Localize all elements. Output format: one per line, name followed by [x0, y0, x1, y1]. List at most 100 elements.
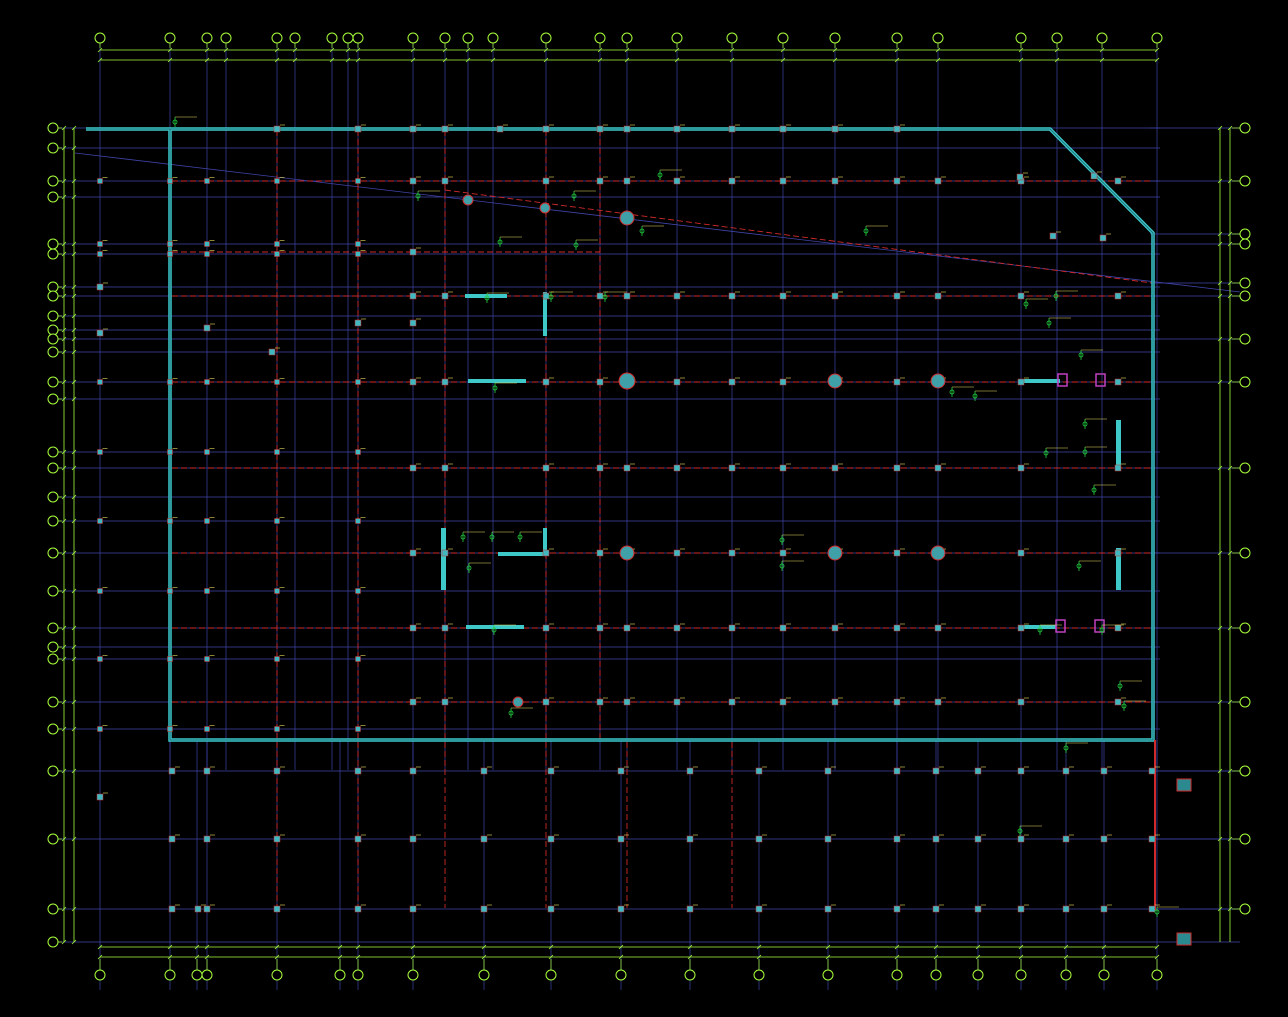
- dimension-tick: [933, 944, 939, 950]
- column-square: [779, 464, 787, 472]
- dimension-tick: [1227, 625, 1233, 631]
- axis-bubble-icon: [891, 969, 903, 981]
- axis-bubble-icon: [47, 175, 59, 187]
- column-square: [673, 177, 681, 185]
- column-square: [1062, 767, 1070, 775]
- axis-bubble-icon: [829, 32, 841, 44]
- dimension-tick: [1099, 47, 1105, 53]
- axis-bubble-left: [47, 191, 59, 203]
- axis-bubble-right: [1239, 462, 1251, 474]
- annotation-tag: [779, 563, 785, 569]
- dimension-tick: [223, 47, 229, 53]
- column-square: [496, 125, 504, 133]
- column-square: [409, 292, 417, 300]
- annotation-tag: [548, 294, 554, 300]
- column-square: [480, 905, 488, 913]
- column-square: [893, 177, 901, 185]
- column-square: [932, 835, 940, 843]
- dimension-tick: [61, 449, 67, 455]
- axis-bubble-bottom: [334, 969, 346, 981]
- dimension-tick: [1217, 625, 1223, 631]
- dimension-tick: [1217, 231, 1223, 237]
- dimension-tick: [1154, 47, 1160, 53]
- axis-bubble-icon: [47, 765, 59, 777]
- column-square: [893, 698, 901, 706]
- dimension-tick: [61, 518, 67, 524]
- annotation-tag: [1117, 683, 1123, 689]
- axis-bubble-top: [326, 32, 338, 44]
- axis-bubble-icon: [94, 969, 106, 981]
- axis-bubble-icon: [540, 32, 552, 44]
- dimension-tick: [1227, 241, 1233, 247]
- dimension-tick: [1217, 768, 1223, 774]
- annotation-tag: [1046, 320, 1052, 326]
- annotation-tag: [657, 172, 663, 178]
- dimension-tick: [624, 57, 630, 63]
- dimension-tick: [274, 57, 280, 63]
- axis-bubble-icon: [615, 969, 627, 981]
- axis-bubble-icon: [822, 969, 834, 981]
- axis-bubble-top: [352, 32, 364, 44]
- dimension-tick: [167, 47, 173, 53]
- column-square: [673, 549, 681, 557]
- column-square: [1062, 835, 1070, 843]
- axis-bubble-icon: [1015, 32, 1027, 44]
- column-square: [596, 698, 604, 706]
- dimension-tick: [548, 954, 554, 960]
- column-square: [596, 292, 604, 300]
- dimension-tick: [71, 906, 77, 912]
- dimension-tick: [355, 944, 361, 950]
- column-square: [354, 835, 362, 843]
- axis-bubble-top: [829, 32, 841, 44]
- axis-bubble-icon: [47, 723, 59, 735]
- column-square: [194, 905, 202, 913]
- column-square: [203, 324, 211, 332]
- axis-bubble-icon: [326, 32, 338, 44]
- axis-bubble-icon: [621, 32, 633, 44]
- dimension-tick: [1227, 125, 1233, 131]
- column-square: [542, 549, 550, 557]
- column-square: [623, 177, 631, 185]
- axis-bubble-top: [487, 32, 499, 44]
- beam-lines: [172, 130, 1153, 908]
- axis-bubble-right: [1239, 175, 1251, 187]
- dimension-tick: [1217, 906, 1223, 912]
- dimension-tick: [61, 726, 67, 732]
- dimension-tick: [597, 47, 603, 53]
- axis-bubble-right: [1239, 122, 1251, 134]
- annotation-tag: [508, 710, 514, 716]
- axis-bubble-icon: [1239, 228, 1251, 240]
- axis-bubble-icon: [1239, 238, 1251, 250]
- dimension-tick: [548, 944, 554, 950]
- dimension-tick: [71, 251, 77, 257]
- axis-bubble-top: [407, 32, 419, 44]
- axis-bubble-icon: [47, 122, 59, 134]
- column-square: [623, 624, 631, 632]
- column-square: [596, 624, 604, 632]
- column-square: [409, 905, 417, 913]
- column-square: [934, 624, 942, 632]
- column-square: [273, 767, 281, 775]
- axis-bubble-icon: [1239, 290, 1251, 302]
- column-square: [893, 549, 901, 557]
- column-square: [204, 241, 210, 247]
- dimension-tick: [167, 954, 173, 960]
- column-square: [1017, 905, 1025, 913]
- axis-bubble-bottom: [753, 969, 765, 981]
- dimension-tick: [345, 47, 351, 53]
- dimension-tick: [194, 954, 200, 960]
- column-square: [355, 178, 361, 184]
- axis-bubble-left: [47, 491, 59, 503]
- axis-bubble-icon: [47, 491, 59, 503]
- axis-bubble-icon: [47, 142, 59, 154]
- dimension-tick: [674, 47, 680, 53]
- annotation-tag: [489, 534, 495, 540]
- dimension-tick: [687, 954, 693, 960]
- column-square: [755, 835, 763, 843]
- column-square: [97, 518, 103, 524]
- dimension-tick: [894, 57, 900, 63]
- column-square: [441, 378, 449, 386]
- dimension-tick: [442, 57, 448, 63]
